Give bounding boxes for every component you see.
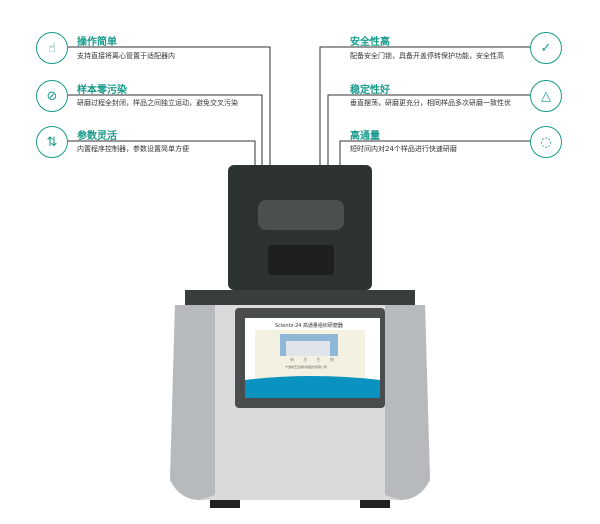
- feature-title: 安全性高: [350, 37, 390, 48]
- pyramid-icon: △: [530, 80, 562, 112]
- screen-brand: 新 芝 生 物: [290, 357, 338, 362]
- feature-title: 参数灵活: [77, 131, 117, 142]
- shield-check-icon: ✓: [530, 32, 562, 64]
- feature-desc: 研磨过程全封闭，样品之间独立运动，避免交叉污染: [77, 99, 238, 107]
- feature-title: 操作简单: [77, 37, 117, 48]
- feature-title: 高通量: [350, 131, 380, 142]
- feature-desc: 内置程序控制器，参数设置简单方便: [77, 145, 189, 153]
- feature-desc: 支持直接将离心管置于适配器内: [77, 52, 175, 60]
- pill-icon: ⊘: [36, 80, 68, 112]
- feature-title: 样本零污染: [77, 85, 127, 96]
- screen-title: Scientz-24 高通量组织研磨器: [275, 323, 343, 329]
- screen-company: 宁波新芝生物科技股份有限公司: [285, 365, 328, 369]
- grinder-machine: [170, 165, 430, 508]
- arrows-icon: ⇅: [36, 126, 68, 158]
- feature-desc: 配备安全门锁，具备开盖停转保护功能，安全性高: [350, 52, 504, 60]
- feature-desc: 垂直摆荡，研磨更充分，相同样品多次研磨一致性优: [350, 99, 511, 107]
- feature-desc: 短时间内对24个样品进行快速研磨: [350, 145, 457, 153]
- feature-title: 稳定性好: [350, 85, 390, 96]
- dial-icon: ◌: [530, 126, 562, 158]
- hand-touch-icon: ☝: [36, 32, 68, 64]
- callout-lines: [68, 46, 530, 168]
